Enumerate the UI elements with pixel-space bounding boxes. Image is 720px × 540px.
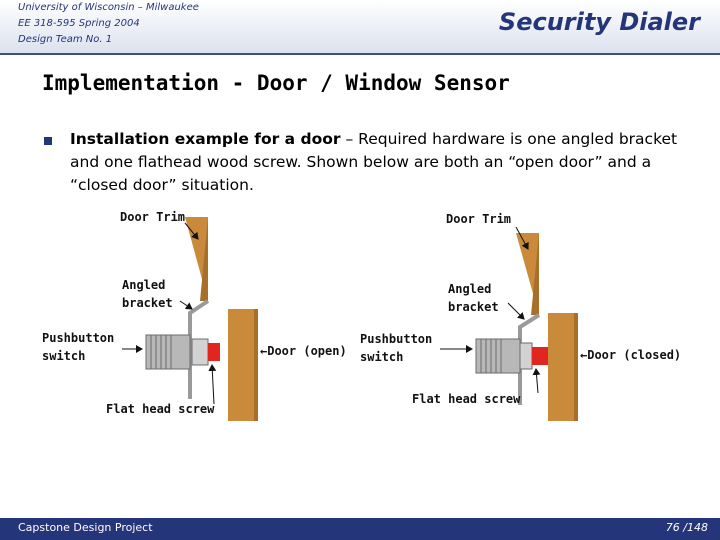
label-door-open: ←Door (open) xyxy=(260,344,347,358)
door-left xyxy=(228,309,258,421)
door-sensor-diagram: Door Trim Angled bracket Pushbutton swit… xyxy=(42,210,681,421)
label-angled-line1-right: Angled xyxy=(448,282,491,296)
institution-line-2: EE 318-595 Spring 2004 xyxy=(18,18,140,29)
label-door-trim-right: Door Trim xyxy=(446,212,511,226)
slide-header xyxy=(0,0,720,54)
label-pushbutton-line1-left: Pushbutton xyxy=(42,331,114,345)
pushbutton-switch-right xyxy=(475,338,548,374)
door-sensor-figure: Door Trim Angled bracket Pushbutton swit… xyxy=(42,209,694,425)
brand-title: Security Dialer xyxy=(498,8,700,36)
slide-title: Implementation - Door / Window Sensor xyxy=(42,71,510,95)
label-flat-head-right: Flat head screw xyxy=(412,392,521,406)
label-angled-line2-right: bracket xyxy=(448,300,499,314)
label-pushbutton-line1-right: Pushbutton xyxy=(360,332,432,346)
institution-line-3: Design Team No. 1 xyxy=(18,34,113,45)
bullet-marker xyxy=(44,137,52,145)
pushbutton-switch-left xyxy=(145,334,220,370)
bullet-text: Installation example for a door – Requir… xyxy=(70,128,690,197)
header-divider xyxy=(0,53,720,55)
institution-line-1: University of Wisconsin – Milwaukee xyxy=(18,2,199,13)
label-door-closed: ←Door (closed) xyxy=(580,348,681,362)
angled-bracket-right xyxy=(518,313,541,405)
label-angled-line2-left: bracket xyxy=(122,296,173,310)
bullet-rest: – Required hardware is one angled bracke… xyxy=(70,130,678,194)
angled-bracket-left xyxy=(188,299,210,399)
closed-door-diagram: Door Trim Angled bracket Pushbutton swit… xyxy=(360,212,681,421)
label-pushbutton-line2-right: switch xyxy=(360,350,403,364)
label-pushbutton-line2-left: switch xyxy=(42,349,85,363)
page-number: 76 /148 xyxy=(665,521,708,534)
door-right xyxy=(548,313,578,421)
footer-project: Capstone Design Project xyxy=(18,521,153,534)
open-door-diagram: Door Trim Angled bracket Pushbutton swit… xyxy=(42,210,347,421)
label-angled-line1-left: Angled xyxy=(122,278,165,292)
bullet-lead: Installation example for a door xyxy=(70,130,341,148)
label-flat-head-left: Flat head screw xyxy=(106,402,215,416)
label-door-trim-left: Door Trim xyxy=(120,210,185,224)
slide-footer: Capstone Design Project 76 /148 xyxy=(0,518,720,540)
